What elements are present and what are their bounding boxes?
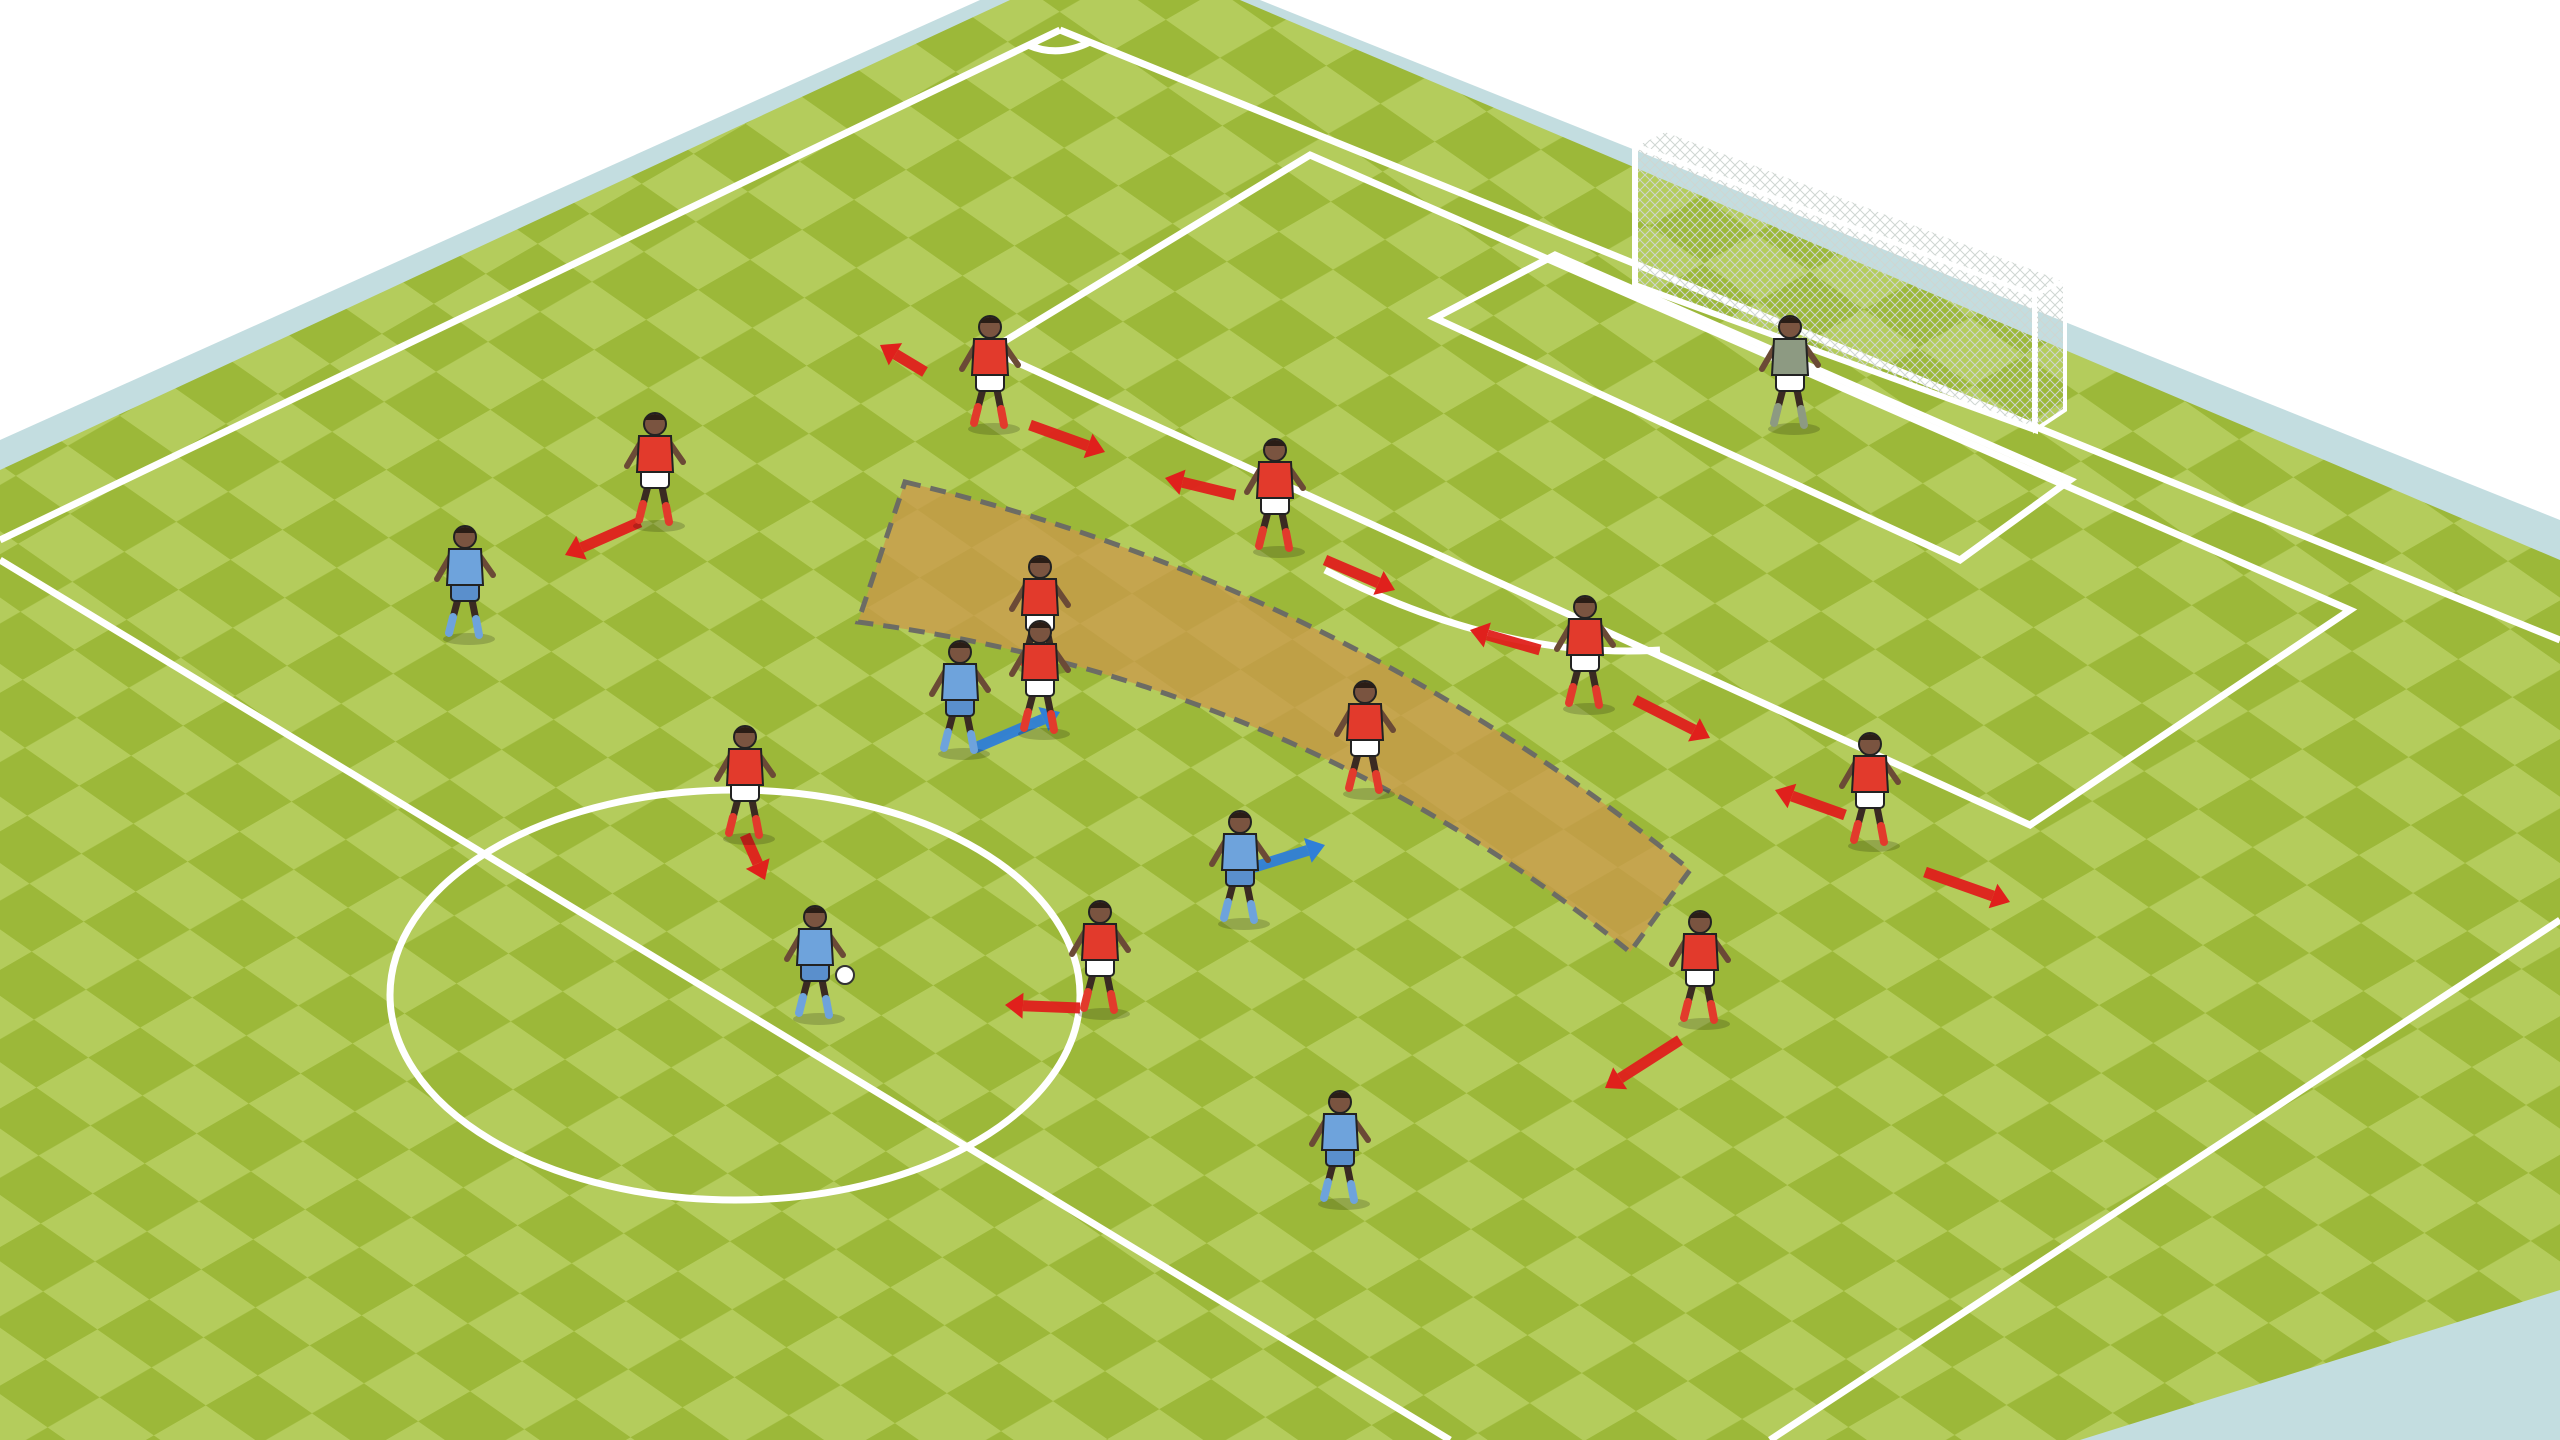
football-icon (836, 966, 854, 984)
